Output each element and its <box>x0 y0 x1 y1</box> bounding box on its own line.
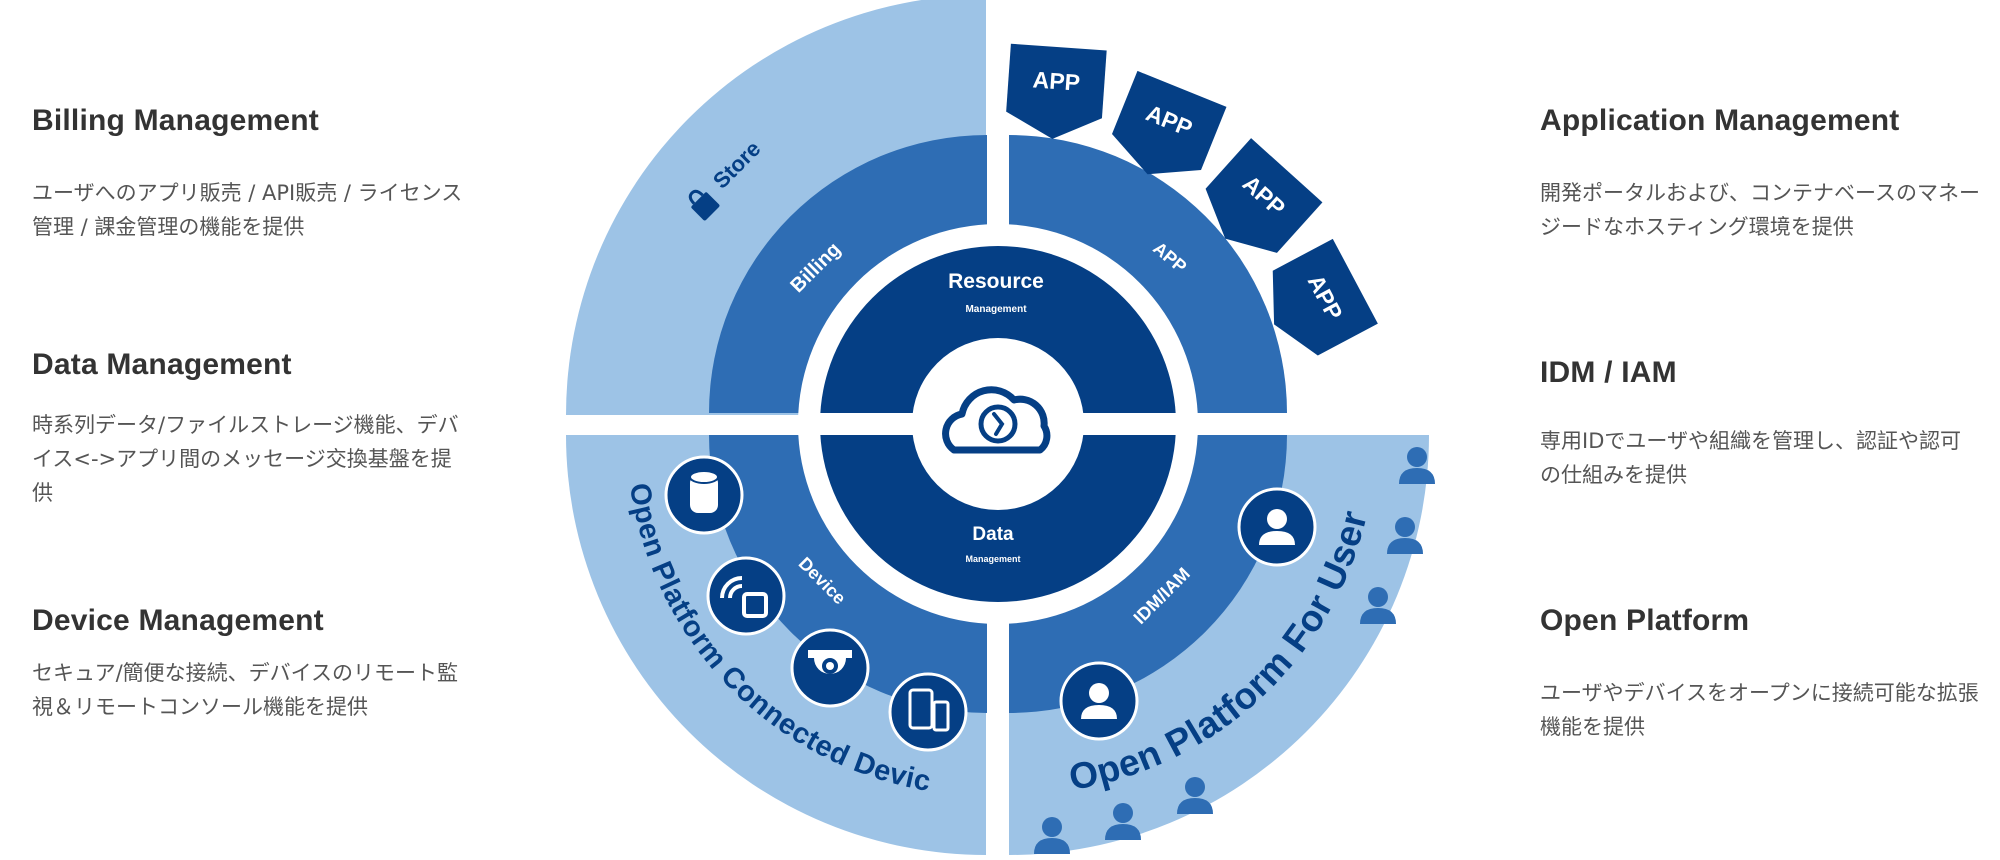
app-tag: APP <box>1189 138 1323 271</box>
app-tag: APP <box>1004 43 1107 143</box>
cloud-icon <box>942 386 1051 454</box>
app-tag: APP <box>1251 238 1378 367</box>
user-icon <box>1237 487 1317 567</box>
feature-desc-idm: 専用IDでユーザや組織を管理し、認証や認可の仕組みを提供 <box>1540 429 1961 487</box>
feature-idm: IDM / IAM 専用IDでユーザや組織を管理し、認証や認可の仕組みを提供 <box>1540 356 1980 487</box>
camera-icon <box>790 628 870 708</box>
feature-open-platform: Open Platform ユーザやデバイスをオープンに接続可能な拡張機能を提供 <box>1540 604 1980 739</box>
feature-title-data: Data Management <box>32 348 292 381</box>
feature-desc-data: 時系列データ/ファイルストレージ機能、デバイス<->アプリ間のメッセージ交換基盤… <box>32 413 459 505</box>
feature-desc-device: セキュア/簡便な接続、デバイスのリモート監視＆リモートコンソール機能を提供 <box>32 661 459 719</box>
feature-title-idm: IDM / IAM <box>1540 356 1677 389</box>
feature-title-application: Application Management <box>1540 104 1900 137</box>
feature-device: Device Management セキュア/簡便な接続、デバイスのリモート監視… <box>32 604 472 719</box>
feature-desc-billing: ユーザへのアプリ販売 / API販売 / ライセンス管理 / 課金管理の機能を提… <box>32 181 463 239</box>
feature-title-open-platform: Open Platform <box>1540 604 1750 637</box>
core-label-resource: Resource <box>948 270 1044 293</box>
feature-data: Data Management 時系列データ/ファイルストレージ機能、デバイス<… <box>32 348 472 505</box>
svg-text:APP: APP <box>1032 66 1081 95</box>
feature-desc-open-platform: ユーザやデバイスをオープンに接続可能な拡張機能を提供 <box>1540 681 1979 739</box>
app-tag: APP <box>1103 70 1227 193</box>
core-sublabel-resource: Management <box>965 304 1027 315</box>
feature-desc-application: 開発ポータルおよび、コンテナベースのマネージードなホスティング環境を提供 <box>1540 181 1980 239</box>
user-icon <box>1059 661 1139 741</box>
wireless-icon <box>706 556 786 636</box>
cloud-hub <box>912 338 1084 510</box>
bag-icon <box>688 189 720 221</box>
feature-title-device: Device Management <box>32 604 324 637</box>
feature-application: Application Management 開発ポータルおよび、コンテナベース… <box>1540 104 1980 239</box>
feature-title-billing: Billing Management <box>32 104 319 137</box>
mobile-devices-icon <box>888 672 968 752</box>
speaker-icon <box>664 455 744 535</box>
core-label-data: Data <box>972 524 1014 545</box>
core-sublabel-data: Management <box>965 554 1020 564</box>
